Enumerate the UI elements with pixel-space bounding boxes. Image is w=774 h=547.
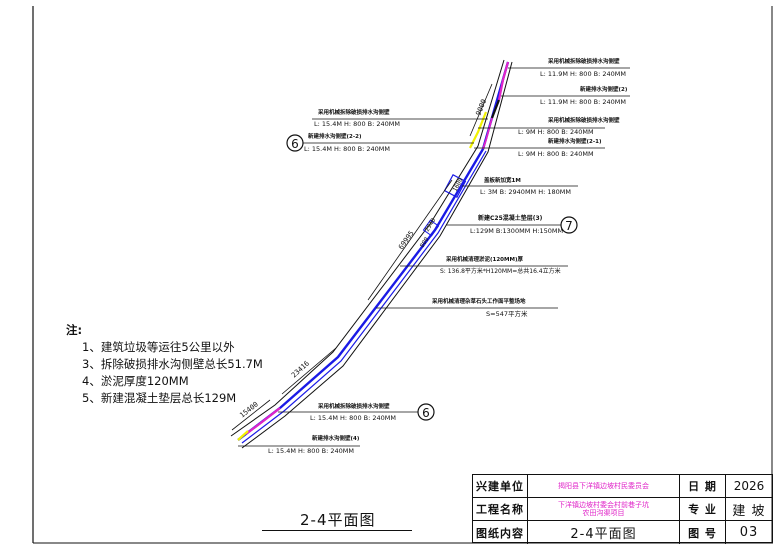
annot-5-head: 采用机械拆除破损排水沟侧壁 [547,116,620,124]
dim-line-15400 [231,399,271,431]
black-segment-top [490,99,501,119]
unit-value: 揭阳县下洋镇边坡村民委员会 [558,482,649,490]
annot-4-spec: L: 15.4M H: 800 B: 240MM [304,145,390,153]
demolish-segment-bottom [245,407,281,435]
callout-7-label: 7 [565,219,573,233]
project-label: 工程名称 [476,503,524,516]
date-label-cell: 日 期 [680,475,726,497]
dim-line-9000 [469,83,493,137]
demolish-segment-upper [482,117,493,150]
date-value: 2026 [733,479,765,493]
annot-9-spec: S: 136.8平方米*H120MM=总共16.4立方米 [440,267,561,275]
annot-11-spec: L: 15.4M H: 800 B: 240MM [310,414,396,422]
notes-title: 注: [66,323,83,337]
dim-69995: 69995 [397,229,416,251]
channel-boundary-left [230,59,505,437]
plan-title: 2-4平面图 [300,511,376,529]
project-value-line-1: 下洋镇边坡村委会村前巷子坑 [558,501,649,509]
sheet-value-cell: 03 [726,521,772,544]
annot-3-spec: L: 15.4M H: 800 B: 240MM [314,120,400,128]
project-label-cell: 工程名称 [473,498,528,520]
content-label: 图纸内容 [476,526,524,540]
date-value-cell: 2026 [726,475,772,497]
annot-10-head: 采用机械清理杂草石头工作面平整场地 [431,297,526,305]
annot-6-spec: L: 9M H: 800 B: 240MM [518,150,594,158]
annot-11-head: 采用机械拆除破损排水沟侧壁 [317,402,390,410]
project-value-line-2: 农田沟渠项目 [582,509,625,517]
callout-7 [560,216,578,234]
callout-6-top [286,134,304,152]
major-label: 专 业 [688,503,717,516]
note-item: 3、拆除破损排水沟侧壁总长51.7M [82,357,263,371]
dim-line-23416 [281,347,337,395]
major-value-cell: 建 坡 [726,498,772,520]
demolish-segment-top [497,61,510,101]
unit-value-cell: 揭阳县下洋镇边坡村民委员会 [528,475,680,497]
annot-3-head: 采用机械拆除破损排水沟侧壁 [317,108,390,116]
channel-line-blue-inner [241,150,487,444]
date-label: 日 期 [688,480,717,493]
annot-12-spec: L: 15.4M H: 800 B: 240MM [268,447,354,455]
plan-title-underline [262,530,412,531]
content-value: 2-4平面图 [570,527,637,542]
content-value-cell: 2-4平面图 [528,521,680,544]
title-block-row-unit: 兴建单位 揭阳县下洋镇边坡村民委员会 日 期 2026 [473,475,772,498]
sheet-value: 03 [739,525,759,540]
annot-10-spec: S=547平方米 [486,309,528,318]
unit-label-cell: 兴建单位 [473,475,528,497]
major-label-cell: 专 业 [680,498,726,520]
content-label-cell: 图纸内容 [473,521,528,544]
sheet-label: 图 号 [688,526,717,540]
annot-8-spec: L:129M B:1300MM H:150MM [470,227,563,235]
major-value: 建 坡 [732,503,766,519]
note-item: 1、建筑垃圾等运往5公里以外 [82,340,235,354]
annot-4-head: 新建排水沟侧壁(2-2) [308,132,362,140]
annot-7-head: 盖板新加宽1M [484,176,521,184]
annot-5-spec: L: 9M H: 800 B: 240MM [518,128,594,136]
title-block-row-project: 工程名称 下洋镇边坡村委会村前巷子坑 农田沟渠项目 专 业 建 坡 [473,498,772,521]
project-value-cell: 下洋镇边坡村委会村前巷子坑 农田沟渠项目 [528,498,680,520]
annot-2-head: 新建排水沟侧壁(2) [580,85,628,93]
annot-1-head: 采用机械拆除破损排水沟侧壁 [547,57,620,65]
cover-plate-box [443,173,467,199]
callout-6-top-label: 6 [291,137,299,151]
note-item: 5、新建混凝土垫层总长129M [82,391,237,405]
cover-plate-box-2 [422,219,440,237]
dim-23416: 23416 [290,359,311,379]
title-block: 兴建单位 揭阳县下洋镇边坡村民委员会 日 期 2026 工程名称 下洋镇边坡村委… [472,474,773,544]
annot-1-spec: L: 11.9M H: 800 B: 240MM [540,70,626,78]
unit-label: 兴建单位 [476,480,524,493]
annot-7-spec: L: 3M B: 2940MM H: 180MM [480,188,571,196]
title-block-row-content: 图纸内容 2-4平面图 图 号 03 [473,521,772,544]
callout-6-bottom [417,403,435,421]
new-wall-segment-bottom [237,430,249,441]
notes: 注: 1、建筑垃圾等运往5公里以外 3、拆除破损排水沟侧壁总长51.7M 4、淤… [66,322,263,407]
note-item: 4、淤泥厚度120MM [82,374,189,388]
sheet-label-cell: 图 号 [680,521,726,544]
channel-boundary-right [241,61,513,449]
annot-9-head: 采用机械清理淤泥(120MM)厚 [445,255,523,263]
dim-800: 800 [419,236,431,249]
annot-6-head: 新建排水沟侧壁(2-1) [548,137,602,145]
annot-2-spec: L: 11.9M H: 800 B: 240MM [540,98,626,106]
dim-line-69995 [367,179,453,301]
annot-12-head: 新建排水沟侧壁(4) [312,434,360,442]
callout-6-bottom-label: 6 [422,406,430,420]
annot-8-head: 新建C25混凝土垫层(3) [478,214,543,222]
